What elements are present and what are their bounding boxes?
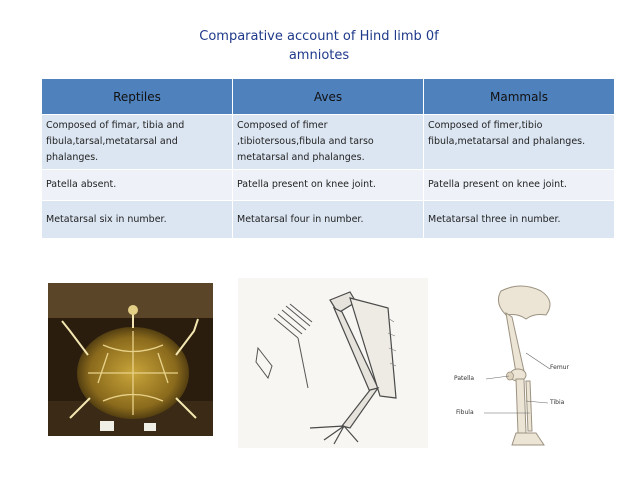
fibula-label: Fibula — [456, 409, 474, 416]
header-aves: Aves — [232, 78, 424, 115]
cell-mammals-composition: Composed of fimer,tibio fibula,metatarsa… — [423, 114, 615, 170]
cell-aves-metatarsal: Metatarsal four in number. — [232, 200, 424, 239]
cell-mammals-metatarsal: Metatarsal three in number. — [423, 200, 615, 239]
cell-aves-patella: Patella present on knee joint. — [232, 169, 424, 201]
header-mammals: Mammals — [423, 78, 615, 115]
turtle-skeleton-image — [48, 283, 213, 436]
table-row: Metatarsal six in number. Metatarsal fou… — [41, 200, 615, 239]
patella-label: Patella — [454, 375, 475, 382]
table-header-row: Reptiles Aves Mammals — [41, 78, 615, 115]
title-line-2: amniotes — [288, 48, 350, 63]
tibia-label: Tibia — [550, 399, 565, 406]
cell-mammals-patella: Patella present on knee joint. — [423, 169, 615, 201]
table-row: Composed of fimar, tibia and fibula,tars… — [41, 114, 615, 170]
title-line-1: Comparative account of Hind limb 0f — [199, 29, 439, 44]
human-leg-skeleton-image: Femur Patella Tibia Fibula — [446, 283, 596, 453]
bird-leg-skeleton-image — [238, 278, 428, 448]
page-title: Comparative account of Hind limb 0f amni… — [0, 27, 638, 65]
cell-reptiles-metatarsal: Metatarsal six in number. — [41, 200, 233, 239]
femur-label: Femur — [550, 364, 569, 371]
cell-reptiles-patella: Patella absent. — [41, 169, 233, 201]
header-reptiles: Reptiles — [41, 78, 233, 115]
cell-reptiles-composition: Composed of fimar, tibia and fibula,tars… — [41, 114, 233, 170]
comparison-table: Reptiles Aves Mammals Composed of fimar,… — [41, 78, 615, 239]
cell-aves-composition: Composed of fimer ,tibiotersous,fibula a… — [232, 114, 424, 170]
table-row: Patella absent. Patella present on knee … — [41, 169, 615, 201]
